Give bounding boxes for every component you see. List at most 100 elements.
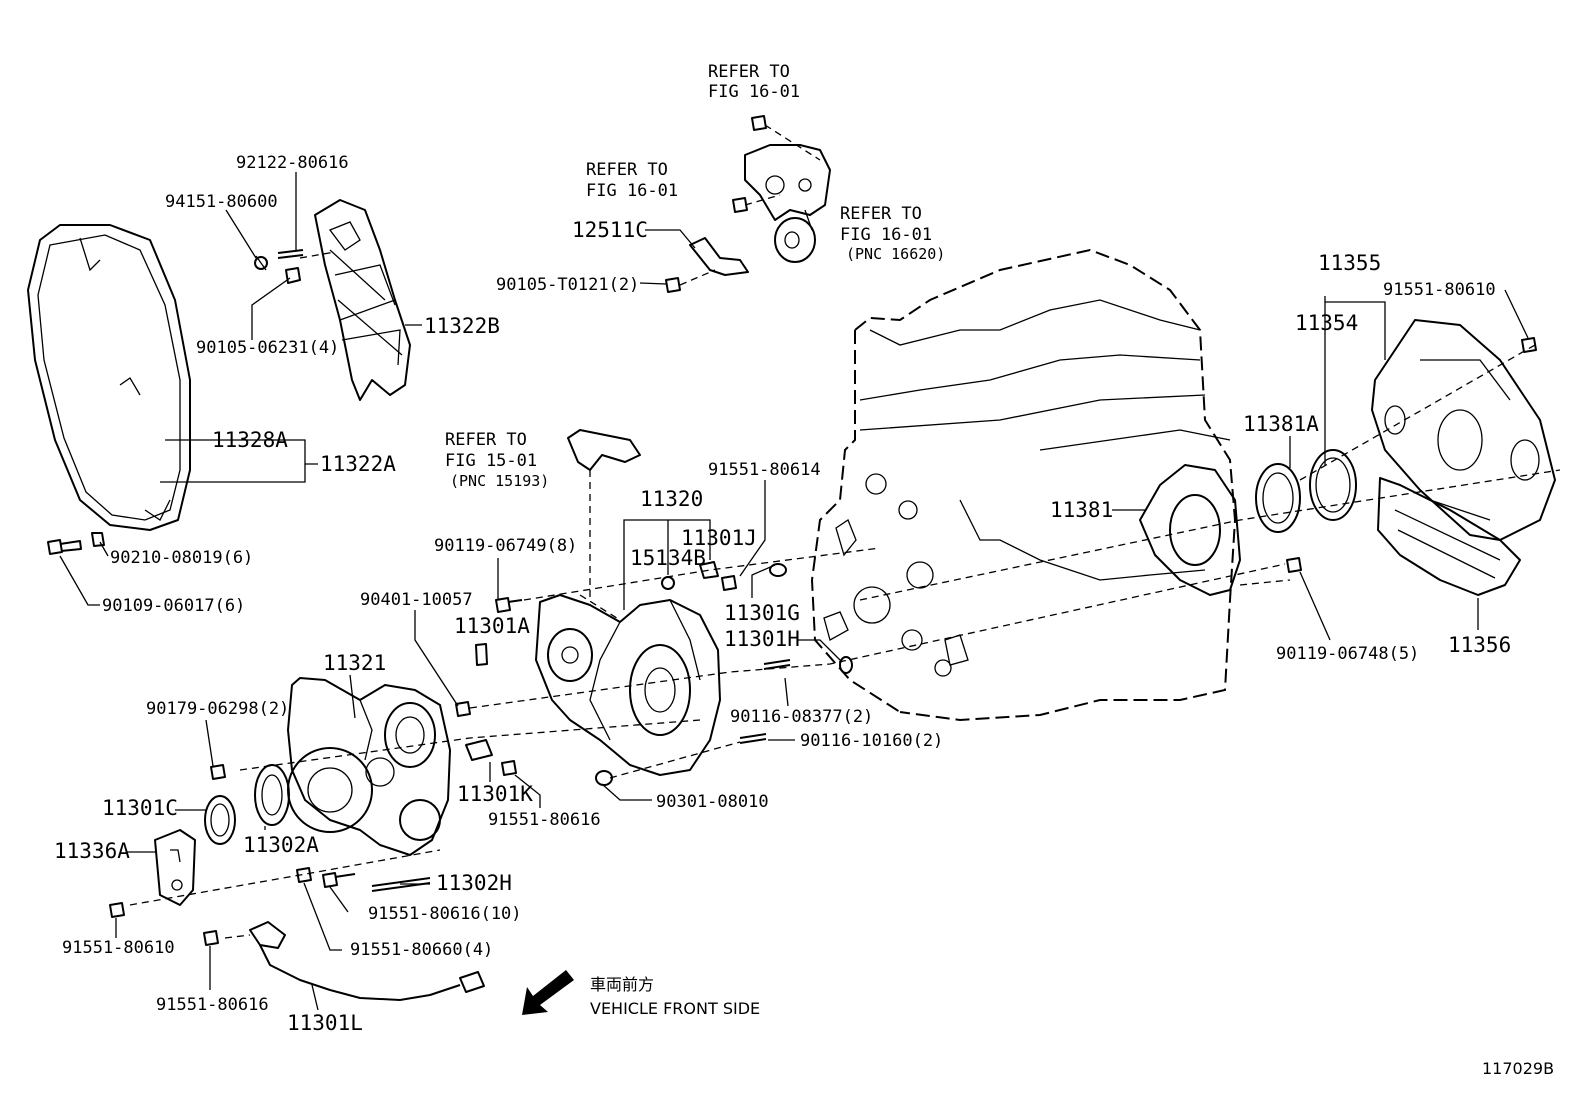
timing-plate-11320 (535, 594, 721, 776)
label-11301A: 11301A (454, 614, 530, 638)
refer-note-3-line3: (PNC 16620) (846, 245, 945, 263)
stud-92122-80616-icon (277, 249, 304, 259)
plate-11356 (1377, 477, 1521, 596)
refer-note-3-line1: REFER TO (840, 204, 922, 224)
label-94151-80600: 94151-80600 (165, 192, 278, 212)
bolt-90109-06017-icon (47, 539, 82, 555)
label-11336A: 11336A (54, 839, 130, 863)
label-11320: 11320 (640, 487, 703, 511)
refer-note-2-line2: FIG 16-01 (586, 181, 678, 201)
plate-11355 (1371, 319, 1556, 541)
label-92122-80616: 92122-80616 (236, 153, 349, 173)
bolt-90179-06298-icon (210, 764, 226, 780)
label-91551-80610-right: 91551-80610 (1383, 280, 1496, 300)
bolt-91551-80616-10-icon (322, 872, 356, 888)
label-91551-80614: 91551-80614 (708, 460, 821, 480)
label-11301H: 11301H (724, 627, 800, 651)
labels: REFER TO FIG 16-01 REFER TO FIG 16-01 RE… (54, 62, 1554, 1078)
refer-note-4-line3: (PNC 15193) (450, 472, 549, 490)
seal-15134B-icon (661, 576, 675, 590)
label-11301C: 11301C (102, 796, 178, 820)
seal-11354-icon (1309, 449, 1357, 521)
label-90105-06231: 90105-06231(4) (196, 338, 339, 358)
label-90301-08010: 90301-08010 (656, 792, 769, 812)
timing-belt-cover-11322A (27, 224, 191, 531)
label-90105-T0121: 90105-T0121(2) (496, 275, 639, 295)
bolt-top-icon (751, 115, 767, 131)
label-90116-10160: 90116-10160(2) (800, 731, 943, 751)
diagram-id: 117029B (1482, 1059, 1554, 1078)
label-11354: 11354 (1295, 311, 1358, 335)
bolt-90119-06749-icon (495, 597, 523, 613)
refer-note-4-line2: FIG 15-01 (445, 451, 537, 471)
label-12511C: 12511C (572, 218, 648, 242)
label-11381: 11381 (1050, 498, 1113, 522)
label-11302A: 11302A (243, 833, 319, 857)
label-90210-08019: 90210-08019(6) (110, 548, 253, 568)
label-11322A: 11322A (320, 452, 396, 476)
vehicle-front-note-en: VEHICLE FRONT SIDE (590, 999, 760, 1018)
bolt-refer-left-icon (732, 197, 748, 213)
seal-11301C-icon (204, 795, 236, 845)
sensor-11301K-icon (465, 739, 493, 761)
label-11301K: 11301K (457, 782, 533, 806)
bolt-90119-06748-icon (1286, 557, 1302, 573)
refer-note-2-line1: REFER TO (586, 160, 668, 180)
label-11301G: 11301G (724, 601, 800, 625)
oring-90301-08010-icon (595, 770, 613, 786)
timing-cover-11321 (287, 677, 451, 856)
label-90179-06298: 90179-06298(2) (146, 699, 289, 719)
sensor-harness-11301L (249, 921, 485, 1001)
vehicle-front-arrow-icon (522, 970, 574, 1015)
bracket-12511C (689, 237, 749, 276)
label-15134B: 15134B (630, 546, 706, 570)
label-91551-80660: 91551-80660(4) (350, 940, 493, 960)
label-11301J: 11301J (681, 526, 757, 550)
seal-11381A-icon (1255, 463, 1301, 533)
refer-note-4-line1: REFER TO (445, 430, 527, 450)
label-11328A: 11328A (212, 428, 288, 452)
gasket-15193 (567, 429, 641, 471)
label-11356: 11356 (1448, 633, 1511, 657)
plug-11301J-icon (699, 561, 719, 579)
bolt-91551-80614-icon (721, 575, 737, 591)
engine-block-outline (810, 248, 1237, 722)
refer-note-1-line1: REFER TO (708, 62, 790, 82)
timing-cover-plate-11322B (314, 199, 411, 401)
label-11381A: 11381A (1243, 412, 1319, 436)
label-91551-80616-10: 91551-80616(10) (368, 904, 522, 924)
oring-11301G-icon (769, 563, 787, 577)
stud-90116-10160-icon (739, 733, 767, 744)
bolt-91551-80610-left-icon (109, 902, 125, 918)
label-90119-06748: 90119-06748(5) (1276, 644, 1419, 664)
bolt-91551-80616-center-icon (501, 760, 517, 776)
bolt-91551-80616-bottom-icon (203, 930, 219, 946)
oring-11301H-icon (839, 656, 853, 674)
cover-11336A (154, 829, 196, 906)
retainer-11381 (1139, 464, 1241, 596)
label-11322B: 11322B (424, 314, 500, 338)
label-11302H: 11302H (436, 871, 512, 895)
assembly-lines (129, 124, 1561, 939)
bolt-91551-80660-icon (296, 867, 312, 883)
leader-lines (59, 172, 1529, 1011)
label-91551-80616-center: 91551-80616 (488, 810, 601, 830)
label-91551-80610-left: 91551-80610 (62, 938, 175, 958)
bolt-90105-06231-icon (285, 267, 301, 284)
refer-note-1-line2: FIG 16-01 (708, 82, 800, 102)
idler-bracket-assembly (744, 144, 831, 263)
label-11321: 11321 (323, 651, 386, 675)
seal-11302A-icon (254, 764, 290, 826)
label-90119-06749: 90119-06749(8) (434, 536, 577, 556)
label-11355: 11355 (1318, 251, 1381, 275)
washer-90210-08019-icon (91, 532, 105, 547)
label-90116-08377: 90116-08377(2) (730, 707, 873, 727)
vehicle-front-note-jp: 車両前方 (590, 975, 654, 994)
bolt-90105-T0121-icon (665, 277, 681, 293)
label-11301L: 11301L (287, 1011, 363, 1035)
label-91551-80616-bottom: 91551-80616 (156, 995, 269, 1015)
refer-note-3-line2: FIG 16-01 (840, 225, 932, 245)
bolt-94151-80600-icon (254, 255, 268, 271)
bolt-91551-80610-right-icon (1521, 337, 1537, 353)
